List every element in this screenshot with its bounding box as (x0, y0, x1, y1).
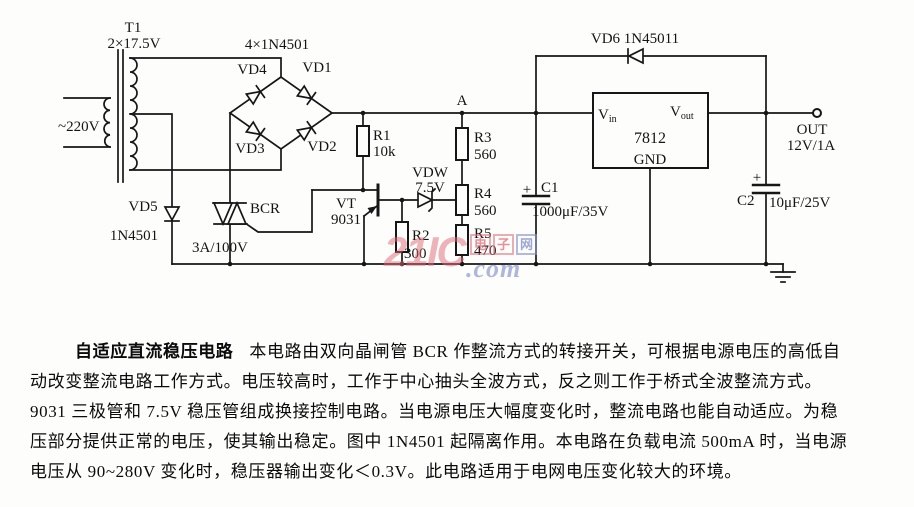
diode-vd1-symbol (295, 84, 317, 106)
description-paragraph: 自适应直流稳压电路本电路由双向晶闸管 BCR 作整流方式的转接开关，可根据电源电… (30, 337, 888, 487)
diode-vd6-symbol (627, 47, 644, 65)
vt-spec-label: 9031 (331, 212, 361, 228)
description-line: 压部分提供正常的电压，使其输出稳定。图中 1N4501 起隔离作用。本电路在负载… (30, 432, 848, 451)
resistor-r5 (455, 224, 469, 256)
diode-vd3-symbol (244, 120, 266, 142)
description-line: 动改变整流电路工作方式。电压较高时，工作于中心抽头全波方式，反之则工作于桥式全波… (30, 372, 822, 391)
r5-label: R5 (474, 226, 492, 242)
junction-dots (227, 110, 769, 267)
vdw-value-label: 7.5V (415, 180, 445, 196)
vd6-label: VD6 1N45011 (591, 31, 679, 47)
regulator-part-label: 7812 (634, 130, 666, 147)
bcr-spec-label: 3A/100V (192, 240, 248, 256)
resistor-r1 (356, 125, 370, 157)
zener-vdw-symbol (417, 187, 437, 213)
capacitor-c2-symbol (751, 183, 781, 195)
triac-bcr-symbol (212, 200, 248, 227)
r4-label: R4 (474, 186, 492, 202)
circuit-title: 自适应直流稳压电路 (75, 342, 234, 361)
vd4-label: VD4 (237, 62, 267, 78)
vd5-spec-label: 1N4501 (110, 228, 158, 244)
description-text: 本电路由双向晶闸管 BCR 作整流方式的转接开关，可根据电源电压的高低自 (249, 342, 841, 361)
regulator-gnd-pin-label: GND (634, 152, 667, 168)
r1-label: R1 (373, 128, 391, 144)
regulator-vin-pin-label: Vin (598, 107, 617, 125)
c1-polarity-label: + (523, 182, 531, 198)
output-spec-label: 12V/1A (787, 138, 836, 154)
r5-value-label: 470 (474, 243, 497, 259)
resistor-r2 (395, 221, 409, 253)
bcr-label: BCR (250, 201, 280, 217)
node-a-label: A (457, 93, 468, 109)
c2-value-label: 10μF/25V (769, 195, 831, 211)
r3-value-label: 560 (474, 147, 497, 163)
r2-value-label: 300 (404, 246, 427, 262)
c1-label: C1 (541, 180, 559, 196)
resistor-r3 (455, 127, 469, 161)
r4-value-label: 560 (474, 203, 497, 219)
c1-value-label: 1000μF/35V (532, 204, 609, 220)
r2-label: R2 (412, 228, 430, 244)
diode-vd4-symbol (244, 84, 266, 106)
bridge-set-label: 4×1N4501 (245, 37, 309, 53)
r1-value-label: 10k (373, 144, 396, 160)
resistor-r4 (455, 184, 469, 216)
output-terminal (812, 108, 822, 118)
vd2-label: VD2 (307, 139, 336, 155)
vdw-label: VDW (412, 165, 449, 181)
capacitor-c1-symbol (521, 194, 551, 206)
diode-vd5-symbol (163, 206, 181, 222)
regulator-7812-box (592, 92, 709, 169)
c2-polarity-label: + (753, 170, 761, 186)
r3-label: R3 (474, 130, 492, 146)
mains-voltage-label: ~220V (58, 119, 100, 135)
output-label: OUT (797, 122, 828, 138)
description-line: 9031 三极管和 7.5V 稳压管组成换接控制电路。当电源电压大幅度变化时，整… (30, 402, 839, 421)
transformer-spec-label: 2×17.5V (107, 36, 160, 52)
vd1-label: VD1 (302, 60, 331, 76)
vd3-label: VD3 (235, 141, 264, 157)
description-line: 自适应直流稳压电路本电路由双向晶闸管 BCR 作整流方式的转接开关，可根据电源电… (30, 337, 888, 367)
diode-vd2-symbol (295, 120, 317, 142)
transformer-symbol (103, 57, 138, 171)
transistor-emitter-arrow (367, 206, 377, 214)
c2-label: C2 (737, 193, 755, 209)
schematic-canvas: T1 2×17.5V ~220V 4×1N4501 VD4 VD1 VD3 VD… (58, 20, 836, 283)
regulator-vout-pin-label: Vout (670, 104, 694, 122)
wires (63, 49, 814, 283)
description-line: 电压从 90~280V 变化时，稳压器输出变化＜0.3V。此电路适用于电网电压变… (30, 462, 742, 481)
vt-label: VT (336, 196, 356, 212)
vd5-label: VD5 (128, 199, 157, 215)
transformer-ref-label: T1 (125, 20, 142, 36)
